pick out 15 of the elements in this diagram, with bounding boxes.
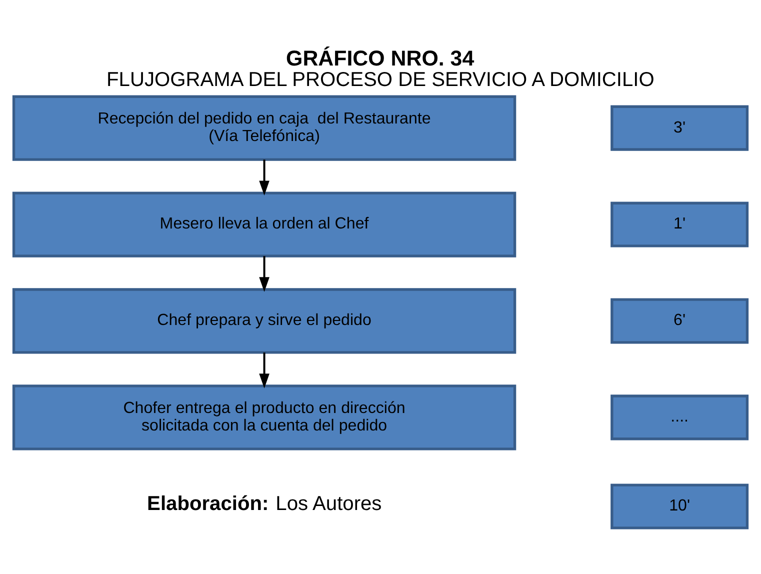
arrow [259, 352, 270, 388]
node-box: Mesero lleva la orden al Chef [12, 191, 516, 257]
label: FLUJOGRAMA DEL PROCESO DE SERVICIO A DOMICILIO [106, 68, 654, 90]
caption: Elaboración: Los Autores [147, 492, 382, 514]
node-box: Chef prepara y sirve el pedido [12, 288, 516, 354]
node-box: 6' [610, 298, 749, 344]
arrow [259, 159, 270, 195]
node-box: .... [610, 394, 749, 440]
node-box: 3' [610, 104, 749, 150]
node-box: 1' [610, 201, 749, 247]
node-box: 10' [610, 483, 749, 529]
arrow [259, 256, 270, 292]
diagram-title: GRÁFICO NRO. 34 [286, 46, 474, 70]
node-box: Chofer entrega el producto en dirección solicitada con la cuenta del pedido [12, 384, 516, 450]
node-box: Recepción del pedido en caja del Restaurante (Vía Telefónica) [12, 94, 516, 160]
